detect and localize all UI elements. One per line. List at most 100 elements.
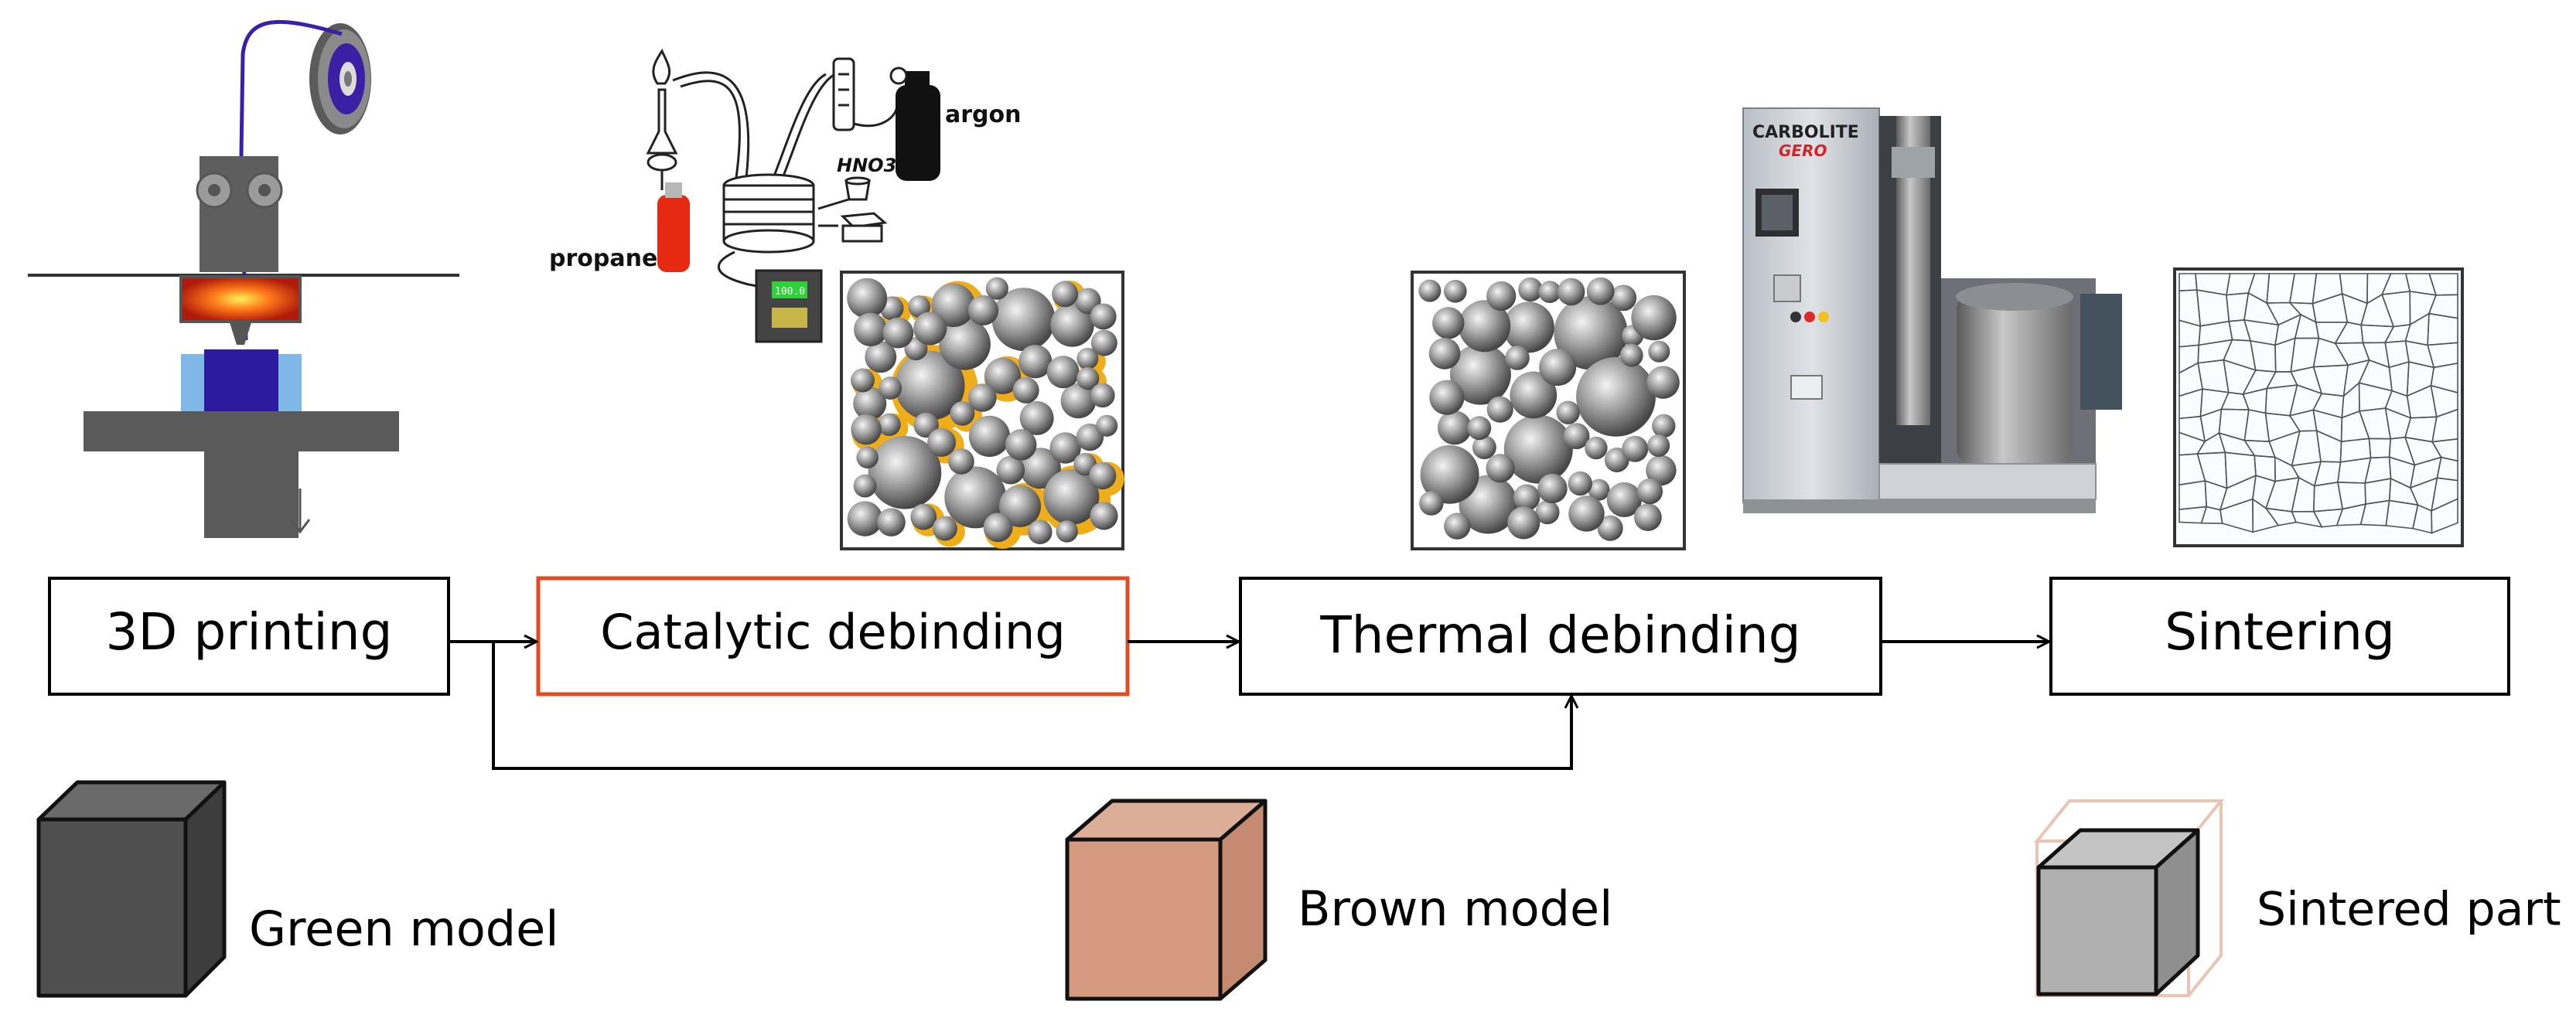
powder-particle [1556,400,1580,424]
powder-particle [1076,367,1100,390]
argon-cylinder [889,66,940,181]
powder-particle [1429,380,1465,415]
powder-particle [1049,432,1081,464]
powder-particle [983,513,1013,543]
powder-particle [998,485,1042,527]
powder-particle [856,446,879,469]
powder-particle [1005,429,1037,461]
powder-particle [1505,346,1530,370]
sintered-microstructure [2173,267,2464,547]
powder-particle [854,312,888,346]
grain-boundaries [2179,273,2458,534]
powder-particle [910,503,937,530]
powder-particle [1503,301,1554,353]
powder-particle [1647,434,1670,457]
powder-particle [948,448,974,475]
powder-particle [1089,462,1117,490]
powder-particle [1563,423,1590,449]
powder-particle [968,295,999,325]
powder-particle [968,415,1011,458]
powder-particle [1507,506,1540,540]
propane-label: propane [549,245,657,272]
powder-particle [1027,519,1053,544]
powder-particle [1060,383,1097,419]
powder-particle [1076,423,1104,451]
powder-particle [877,508,906,536]
powder-particle [927,427,957,457]
flow-arrows [449,642,2049,770]
powder-particle [1459,300,1511,353]
powder-particle [1090,303,1117,330]
furnace-brand-line2: GERO [1779,141,1827,160]
brown-model-label: Brown model [1298,880,1612,937]
powder-particle [913,312,947,346]
powder-particle [1606,482,1642,517]
powder-particle [933,516,957,541]
powder-particle [1634,503,1662,532]
powder-particle [1486,281,1517,312]
powder-particle [985,277,1008,300]
arrow-bypass-to-thermal [492,642,1571,770]
step-label-sintering: Sintering [2165,602,2395,662]
powder-particles [847,277,1118,544]
powder-particle [944,466,1007,529]
powder-particle [1043,468,1100,525]
powder-particle [1486,454,1515,483]
sintered-part-cube [2033,799,2225,997]
printer-illustration [28,19,459,538]
powder-particle [908,295,931,318]
powder-particle [1586,277,1615,305]
catalytic-apparatus [646,48,899,289]
powder-particle [1537,473,1568,504]
powder-particle [1538,281,1561,303]
powder-particle [968,383,997,412]
powder-particle [1018,345,1053,379]
powder-particle [851,368,875,393]
powder-particle [1052,281,1079,308]
powder-particle [1539,349,1577,387]
powder-particle [1432,307,1465,339]
powder-particle [1090,502,1118,530]
powder-particle [1568,471,1592,496]
brown-model-cube [1065,799,1268,1001]
temperature-controller: 100.0 [755,269,823,343]
powder-particle [996,455,1025,485]
powder-particle [1585,436,1608,460]
furnace-machine: CARBOLITE GERO [1742,107,2122,513]
powder-particle [1622,435,1649,462]
thermal-particle-box [1411,271,1686,550]
propane-cylinder [657,182,690,272]
powder-particle [1513,484,1540,511]
step-label-thermal-debinding: Thermal debinding [1319,605,1800,665]
sintered-part-label: Sintered part [2257,883,2561,937]
step-box-3d-printing [48,577,450,696]
powder-particle [1420,444,1479,504]
powder-particles [1418,277,1680,541]
green-model-label: Green model [249,901,559,957]
powder-particle [882,317,914,349]
acid-label: HNO3 [837,155,896,176]
powder-particle [1437,410,1472,445]
powder-particle [868,435,942,509]
powder-particle [1467,416,1492,441]
green-model-cube [36,780,227,998]
powder-particle [1444,513,1471,540]
powder-particle [1557,278,1585,306]
powder-particle [1554,296,1628,370]
furnace-brand-line1: CARBOLITE [1752,123,1859,142]
powder-particle [865,341,897,373]
powder-particle [1518,277,1543,302]
powder-particle [984,357,1022,394]
powder-particle [847,278,888,318]
powder-particle [1090,329,1117,356]
powder-particle [950,401,975,426]
grain [2431,498,2458,534]
powder-particle [1597,515,1623,541]
powder-particle [991,288,1056,352]
step-box-thermal-debinding [1239,577,1882,696]
powder-particle [913,412,939,438]
step-label-catalytic-debinding: Catalytic debinding [600,604,1065,660]
powder-particle [1648,340,1670,363]
powder-particle [1046,356,1080,389]
